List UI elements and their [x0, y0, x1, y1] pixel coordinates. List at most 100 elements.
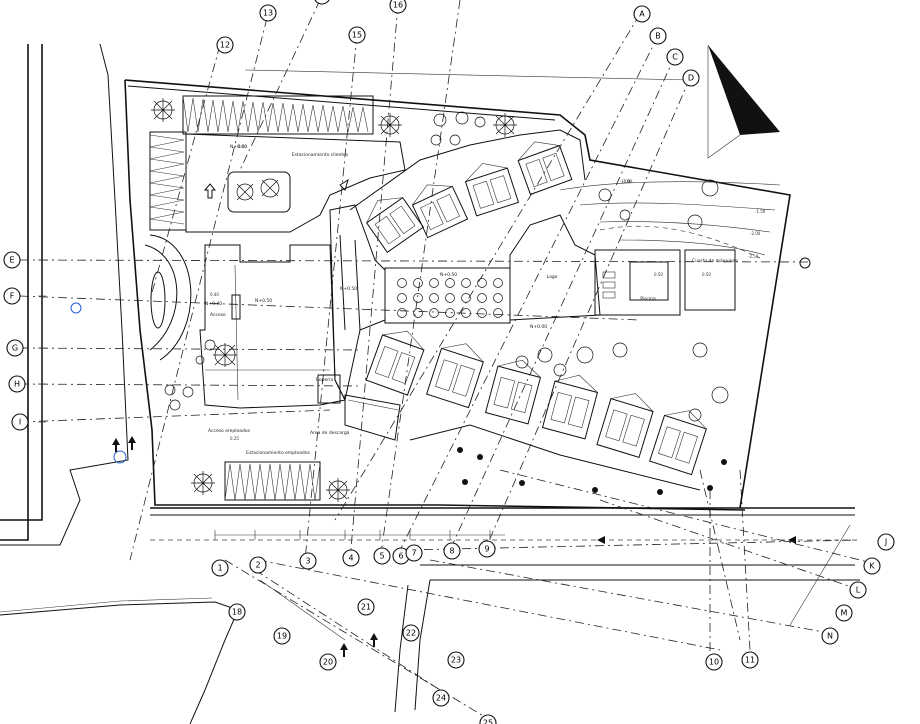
axis-bubble-13: 13: [259, 4, 277, 22]
axis-bubble-25: 25: [479, 714, 497, 724]
axis-bubble-3: 3: [299, 552, 317, 570]
svg-text:23: 23: [451, 656, 461, 665]
svg-text:6: 6: [398, 552, 403, 561]
axis-bubble-19: 19: [273, 627, 291, 645]
parking-bottom: Estacionamiento empleados Acceso emplead…: [208, 428, 350, 501]
axis-bubble-B: B: [649, 27, 667, 45]
svg-text:I: I: [19, 418, 21, 427]
axis-bubble-D: D: [682, 69, 700, 87]
axis-bubble-9: 9: [478, 540, 496, 558]
svg-text:K: K: [869, 562, 875, 571]
svg-text:B: B: [655, 32, 661, 41]
axis-bubble-20: 20: [319, 653, 337, 671]
svg-text:N+0.00: N+0.00: [230, 144, 247, 150]
reference-mark: [799, 257, 811, 269]
axis-bubble-C: C: [666, 48, 684, 66]
svg-text:25: 25: [483, 719, 493, 724]
svg-text:E: E: [9, 256, 14, 265]
axis-bubble-16: 16: [389, 0, 407, 14]
svg-text:N+0.50: N+0.50: [340, 286, 357, 292]
lake-pool-area: Lago Piscina Cuarto de máquinas: [509, 214, 738, 321]
axis-bubble-N: N: [821, 627, 839, 645]
entrance-drive: Acceso: [144, 234, 226, 361]
label-laundry: Ropería: [316, 376, 333, 383]
svg-text:J: J: [884, 538, 887, 547]
svg-text:N+0.50: N+0.50: [440, 272, 457, 278]
svg-text:1: 1: [217, 564, 222, 573]
svg-text:0.40: 0.40: [210, 292, 219, 297]
svg-text:0.00: 0.00: [238, 144, 247, 149]
dimension-lines: [38, 69, 851, 641]
label-parking-clients: Estacionamiento clientes: [292, 152, 349, 158]
svg-text:3: 3: [305, 557, 310, 566]
plaza-trees: N+0.50 N+0.00: [384, 267, 547, 330]
parking-top: Estacionamiento clientes N+0.00: [149, 95, 406, 233]
street-left: [0, 43, 239, 724]
palm-icon: [493, 113, 517, 137]
svg-text:-1.50: -1.50: [755, 209, 766, 214]
label-access: Acceso: [210, 312, 226, 318]
trees: [151, 98, 729, 502]
axis-bubble-12: 12: [216, 36, 234, 54]
axis-bubble-14: 14: [314, 0, 330, 5]
svg-text:N+0.50: N+0.50: [255, 298, 272, 304]
svg-text:7: 7: [411, 549, 416, 558]
svg-text:16: 16: [393, 1, 403, 10]
axis-bubble-F: F: [3, 287, 21, 305]
axis-bubbles-numbers: 1 2 3 4 5 6 7 8 9 10 11 12 13 14 15 16 1…: [211, 0, 759, 724]
axis-bubble-L: L: [849, 581, 867, 599]
palm-icon: [236, 178, 280, 201]
svg-text:8: 8: [449, 547, 454, 556]
svg-text:A: A: [639, 10, 645, 19]
axis-bubble-7: 7: [405, 544, 423, 562]
axis-bubble-23: 23: [447, 651, 465, 669]
svg-text:10: 10: [709, 658, 719, 667]
label-parking-staff: Estacionamiento empleados: [246, 450, 310, 456]
svg-text:0.50: 0.50: [654, 272, 663, 277]
svg-text:L: L: [856, 586, 861, 595]
svg-text:13: 13: [263, 9, 273, 18]
axis-bubble-5: 5: [373, 547, 391, 565]
stairs: [344, 394, 401, 441]
axis-bubble-22: 22: [402, 624, 420, 642]
svg-text:N: N: [827, 632, 833, 641]
axis-bubble-24: 24: [432, 689, 450, 707]
svg-text:14: 14: [317, 0, 327, 1]
cabins-upper: [349, 129, 586, 254]
axis-bubble-8: 8: [443, 542, 461, 560]
svg-text:2: 2: [255, 561, 260, 570]
axis-bubble-18: 18: [228, 603, 246, 621]
svg-text:22: 22: [406, 629, 416, 638]
axis-bubble-11: 11: [741, 651, 759, 669]
palm-icon: [213, 343, 237, 367]
svg-text:-2.00: -2.00: [750, 231, 761, 236]
axis-bubble-K: K: [863, 557, 881, 575]
palm-icon: [326, 478, 350, 502]
svg-text:H: H: [14, 380, 20, 389]
svg-text:D: D: [688, 74, 694, 83]
svg-text:M: M: [841, 609, 848, 618]
palm-icon: [151, 98, 175, 122]
svg-text:5: 5: [379, 552, 384, 561]
svg-text:N+0.40: N+0.40: [205, 301, 222, 307]
label-lake: Lago: [547, 274, 558, 280]
contour-lines: -1.00 -1.50 -2.00 -2.50: [559, 179, 781, 259]
grid-axes: [19, 0, 881, 721]
svg-text:N+0.00: N+0.00: [530, 324, 547, 330]
axis-bubble-E: E: [3, 251, 21, 269]
svg-text:G: G: [12, 344, 18, 353]
svg-text:11: 11: [745, 656, 755, 665]
axis-bubble-I: I: [11, 413, 29, 431]
svg-text:19: 19: [277, 632, 287, 641]
svg-text:15: 15: [352, 31, 362, 40]
axis-bubble-21: 21: [357, 598, 375, 616]
svg-text:-1.00: -1.00: [622, 179, 633, 184]
svg-text:0.50: 0.50: [702, 272, 711, 277]
road-bottom: [150, 507, 860, 713]
axis-bubble-10: 10: [705, 653, 723, 671]
axis-bubble-M: M: [835, 604, 853, 622]
svg-text:0.25: 0.25: [230, 436, 239, 441]
north-arrow: [707, 45, 780, 159]
axis-bubble-J: J: [877, 533, 895, 551]
